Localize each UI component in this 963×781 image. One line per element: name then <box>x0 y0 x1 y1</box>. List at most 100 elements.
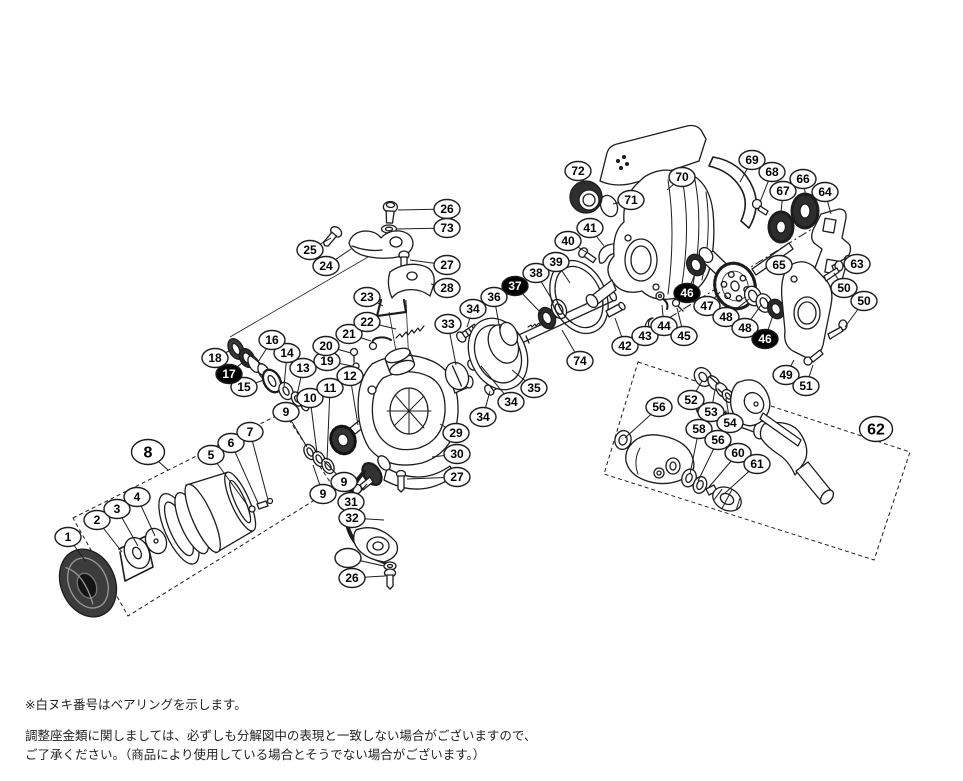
side-cover-drawing <box>780 260 848 366</box>
svg-text:72: 72 <box>571 164 585 178</box>
svg-text:36: 36 <box>487 290 501 304</box>
washer-train-drawing <box>227 338 310 412</box>
callout-48: 48 <box>731 317 759 339</box>
svg-text:24: 24 <box>319 259 333 273</box>
svg-text:22: 22 <box>360 315 374 329</box>
callout-22: 22 <box>353 311 381 333</box>
svg-text:14: 14 <box>280 346 294 360</box>
callout-61: 61 <box>743 453 771 475</box>
svg-text:18: 18 <box>208 351 222 365</box>
svg-text:46: 46 <box>758 332 772 346</box>
callout-18: 18 <box>201 347 229 369</box>
callout-10: 10 <box>296 387 324 409</box>
svg-text:31: 31 <box>344 495 358 509</box>
assembly-line <box>229 252 376 338</box>
callout-69: 69 <box>738 149 766 171</box>
svg-text:16: 16 <box>265 333 279 347</box>
callout-42: 42 <box>611 335 639 357</box>
svg-text:27: 27 <box>450 470 464 484</box>
callout-26: 26 <box>433 198 461 220</box>
svg-text:47: 47 <box>700 299 714 313</box>
callout-15: 15 <box>230 376 258 398</box>
svg-text:5: 5 <box>208 448 215 462</box>
callout-3: 3 <box>103 498 131 520</box>
svg-text:48: 48 <box>738 321 752 335</box>
callout-73: 73 <box>433 217 461 239</box>
callout-71: 71 <box>617 189 645 211</box>
svg-text:40: 40 <box>561 234 575 248</box>
svg-text:74: 74 <box>573 354 587 368</box>
disclaimer-line2: ご了承ください。（商品により使用している場合とそうでない場合がございます。） <box>25 748 486 763</box>
svg-text:26: 26 <box>440 202 454 216</box>
callout-72: 72 <box>564 160 592 182</box>
svg-text:54: 54 <box>723 416 737 430</box>
callout-26: 26 <box>338 567 366 589</box>
callout-58: 58 <box>685 418 713 440</box>
callout-45: 45 <box>670 325 698 347</box>
svg-text:66: 66 <box>796 172 810 186</box>
callout-9: 9 <box>309 483 337 505</box>
callout-20: 20 <box>312 335 340 357</box>
callout-46: 46 <box>673 282 701 304</box>
svg-text:6: 6 <box>228 436 235 450</box>
callout-5: 5 <box>197 444 225 466</box>
svg-text:9: 9 <box>283 405 290 419</box>
leader-line-7 <box>249 431 269 501</box>
callout-34: 34 <box>469 406 497 428</box>
svg-text:1: 1 <box>65 530 72 544</box>
callout-33: 33 <box>434 313 462 335</box>
svg-text:11: 11 <box>324 381 337 395</box>
callout-54: 54 <box>716 412 744 434</box>
callout-17: 17 <box>215 363 243 385</box>
callout-40: 40 <box>554 230 582 252</box>
svg-text:50: 50 <box>837 281 851 295</box>
svg-text:73: 73 <box>440 221 454 235</box>
svg-text:15: 15 <box>237 380 251 394</box>
callout-6: 6 <box>217 432 245 454</box>
svg-text:70: 70 <box>675 170 689 184</box>
callout-1: 1 <box>54 526 82 548</box>
svg-text:12: 12 <box>343 369 357 383</box>
callout-9: 9 <box>272 401 300 423</box>
spool-parts-drawing <box>118 471 274 582</box>
callout-56: 56 <box>704 429 732 451</box>
svg-text:41: 41 <box>583 221 597 235</box>
callout-19: 19 <box>313 350 341 372</box>
callout-27: 27 <box>443 466 471 488</box>
callout-51: 51 <box>792 375 820 397</box>
callout-28: 28 <box>433 277 461 299</box>
svg-text:42: 42 <box>618 339 632 353</box>
callout-35: 35 <box>520 377 548 399</box>
callout-13: 13 <box>289 357 317 379</box>
callout-44: 44 <box>650 315 678 337</box>
svg-text:34: 34 <box>504 395 518 409</box>
callout-49: 49 <box>772 364 800 386</box>
svg-text:52: 52 <box>684 393 698 407</box>
svg-text:39: 39 <box>549 255 563 269</box>
svg-text:8: 8 <box>144 445 153 462</box>
callout-46: 46 <box>751 328 779 350</box>
callout-37: 37 <box>501 275 529 297</box>
callout-65: 65 <box>765 254 793 276</box>
svg-text:30: 30 <box>450 447 464 461</box>
callout-52: 52 <box>677 389 705 411</box>
disclaimer-note: 調整座金類に関しましては、必ずしも分解図中の表現と一致しない場合がございますので… <box>25 727 625 766</box>
callout-9: 9 <box>330 471 358 493</box>
svg-text:2: 2 <box>94 513 101 527</box>
svg-text:63: 63 <box>850 257 864 271</box>
callout-7: 7 <box>236 421 264 443</box>
svg-text:32: 32 <box>345 511 359 525</box>
callout-blank <box>334 547 362 569</box>
svg-text:48: 48 <box>719 310 733 324</box>
svg-text:38: 38 <box>529 266 543 280</box>
callout-64: 64 <box>811 181 839 203</box>
svg-text:26: 26 <box>345 571 359 585</box>
svg-text:29: 29 <box>449 426 463 440</box>
callout-24: 24 <box>312 255 340 277</box>
callout-60: 60 <box>724 442 752 464</box>
callout-50: 50 <box>830 277 858 299</box>
drag-knob-drawing <box>58 548 118 618</box>
svg-text:51: 51 <box>799 379 813 393</box>
svg-text:45: 45 <box>677 329 691 343</box>
